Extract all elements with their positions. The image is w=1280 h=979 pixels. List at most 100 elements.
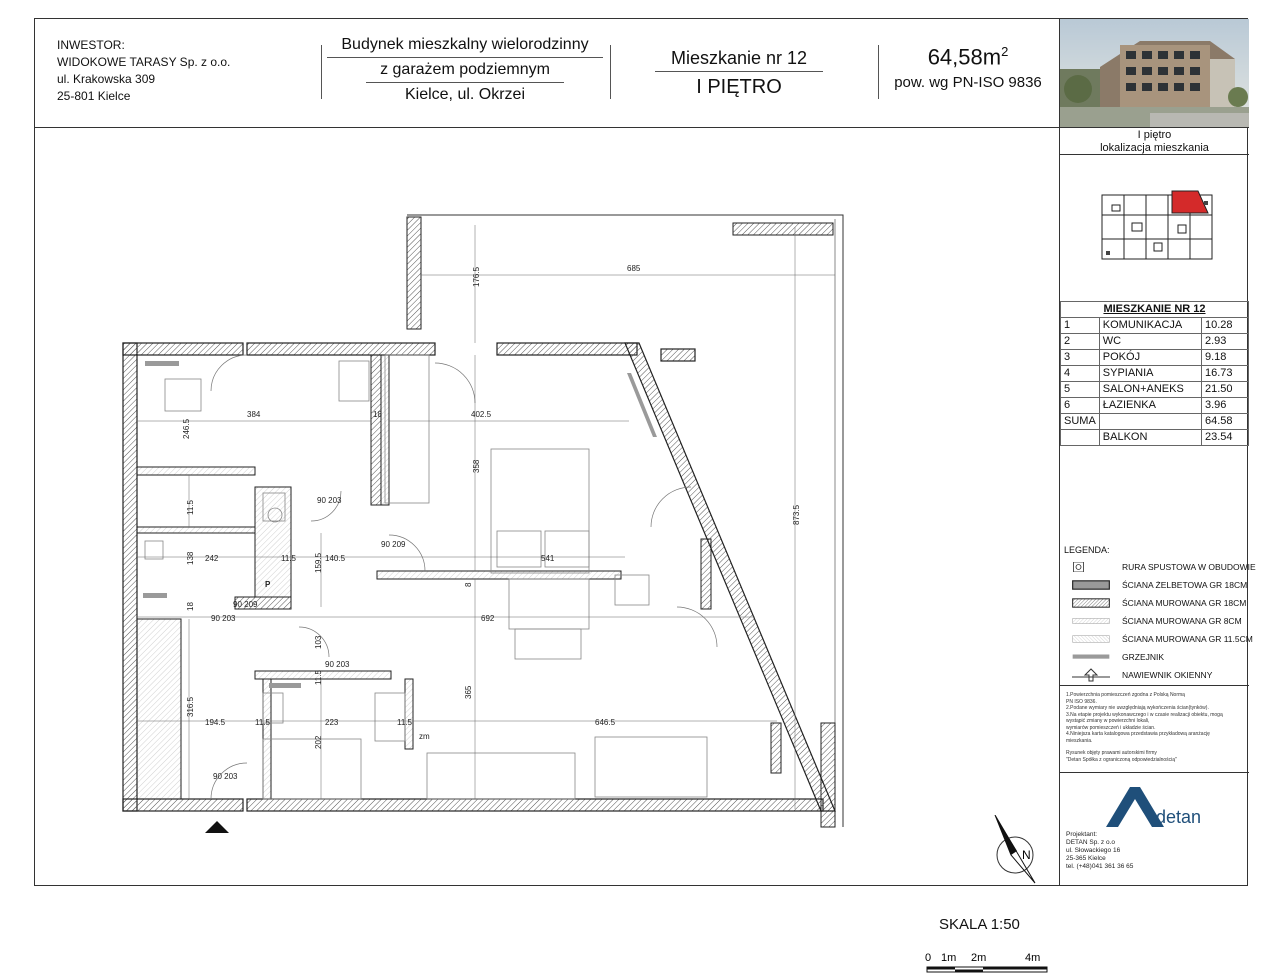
apartment-title: Mieszkanie nr 12 [654, 45, 824, 72]
floor-plan: 685 176.5 384 18 402.5 246.5 358 873.5 1… [122, 214, 844, 833]
area-value: 64,58m2 [883, 37, 1053, 72]
location-floor: I piętro [1137, 129, 1172, 141]
door-mark: 90 203 [317, 496, 342, 505]
note-line: wymiarów pomieszczeń i układzie ścian. [1066, 724, 1156, 731]
north-compass-icon: N [994, 815, 1036, 884]
dim-label: 159.5 [314, 552, 323, 573]
dim-label: 316.5 [186, 696, 195, 717]
room-name: SYPIANIA [1098, 365, 1203, 382]
dim-label: 11.5 [186, 499, 195, 515]
scale-tick: 1m [941, 952, 956, 964]
legend-label: ŚCIANA MUROWANA GR 8CM [1122, 616, 1242, 626]
entrance-arrow-icon [205, 821, 229, 833]
dimension-labels: 685 176.5 384 18 402.5 246.5 358 873.5 1… [182, 264, 801, 749]
dim-label: 873.5 [792, 504, 801, 525]
legend-label: ŚCIANA ŻELBETOWA GR 18CM [1122, 580, 1248, 590]
rooms-table-title: MIESZKANIE NR 12 [1060, 301, 1249, 318]
dim-label: 138 [186, 551, 195, 565]
scale-tick: 4m [1025, 952, 1040, 964]
room-area: 2.93 [1201, 333, 1249, 350]
radiator-symbol [1072, 654, 1110, 659]
dim-label: 103 [314, 635, 323, 649]
note-line: mieszkania. [1066, 737, 1093, 744]
building-address: Kielce, ul. Okrzei [404, 86, 526, 103]
masonry-wall-18-symbol [1072, 598, 1110, 608]
legend-item: ŚCIANA MUROWANA GR 11.5CM [1064, 631, 1253, 649]
scale-tick: 0 [925, 952, 931, 964]
scale-label: SKALA 1:50 [939, 916, 1020, 933]
legend-label: RURA SPUSTOWA W OBUDOWIE [1122, 562, 1256, 572]
room-number: 5 [1060, 381, 1100, 398]
note-line: "Detan Spółka z ograniczoną odpowiedzial… [1066, 756, 1177, 763]
room-number: 4 [1060, 365, 1100, 382]
interior-walls [136, 354, 782, 800]
room-number: 6 [1060, 397, 1100, 414]
room-number: 1 [1060, 317, 1100, 334]
sum-value: 64.58 [1201, 413, 1249, 430]
legend-item: GRZEJNIK [1064, 649, 1246, 667]
room-area: 21.50 [1201, 381, 1249, 398]
scale-tick: 2m [971, 952, 986, 964]
detan-logo: detan [1084, 787, 1224, 843]
dim-label: 223 [325, 718, 339, 727]
area-unit-sup: 2 [1001, 44, 1009, 59]
dim-label: 541 [541, 554, 555, 563]
logo-text: detan [1156, 807, 1201, 827]
dim-label: 646.5 [595, 718, 616, 727]
door-mark: 90 203 [211, 614, 236, 623]
sum-label: SUMA [1060, 413, 1100, 430]
dim-label: 11.5 [281, 554, 297, 563]
building-type: Budynek mieszkalny wielorodzinny [327, 33, 603, 58]
investor-city: 25-801 Kielce [57, 89, 131, 103]
area-note: pow. wg PN-ISO 9836 [894, 74, 1042, 92]
designer-info: Projektant: DETAN Sp. z o.o ul. Słowacki… [1066, 831, 1133, 871]
note-line: wystąpić zmiany w powierzchni lokali, [1066, 718, 1150, 724]
dim-label: 692 [481, 614, 495, 623]
window-vent-symbol [1072, 668, 1110, 682]
room-area: 3.96 [1201, 397, 1249, 414]
note-line: 1.Powierzchnia pomieszczeń zgodna z Pols… [1066, 692, 1185, 698]
side-panel: I piętro lokalizacja mieszkania MIESZKAN… [1059, 19, 1256, 885]
building-garage: z garażem podziemnym [366, 58, 564, 83]
building-info: Budynek mieszkalny wielorodzinny z garaż… [325, 33, 605, 107]
drawing-sheet: INWESTOR: WIDOKOWE TARASY Sp. z o.o. ul.… [34, 18, 1256, 973]
legend-label: ŚCIANA MUROWANA GR 11.5CM [1122, 634, 1253, 644]
header-divider [610, 45, 611, 99]
floor-label: I PIĘTRO [696, 76, 782, 98]
concrete-wall-symbol [1072, 580, 1110, 590]
apartment-info: Mieszkanie nr 12 I PIĘTRO [629, 45, 849, 102]
dim-label: 246.5 [182, 418, 191, 439]
location-caption: lokalizacja mieszkania [1100, 142, 1209, 154]
dim-label: 8 [464, 582, 473, 587]
dim-label: 11.5 [255, 718, 271, 727]
dim-label: 11.5 [397, 718, 413, 727]
room-number: 2 [1060, 333, 1100, 350]
dim-label: 685 [627, 264, 641, 273]
downpipe-symbol [1073, 562, 1084, 572]
note-line: PN ISO 9836. [1066, 698, 1097, 705]
dim-label: 365 [464, 685, 473, 699]
balcony-wall [406, 216, 422, 330]
balcony-label: BALKON [1098, 429, 1203, 446]
designer-line: ul. Słowackiego 16 [1066, 847, 1121, 854]
header-divider [878, 45, 879, 99]
legend: LEGENDA: RURA SPUSTOWA W OBUDOWIE ŚCIANA… [1064, 545, 1256, 685]
designer-line: 25-365 Kielce [1066, 855, 1106, 862]
masonry-wall-115-symbol [1072, 635, 1110, 643]
radiators [143, 361, 657, 688]
legend-item: NAWIEWNIK OKIENNY [1064, 667, 1246, 685]
key-plan [1060, 155, 1249, 302]
note-line: Rysunek objęty prawami autorskimi firmy [1066, 750, 1157, 756]
title-block: INWESTOR: WIDOKOWE TARASY Sp. z o.o. ul.… [35, 19, 1059, 128]
exterior-walls [122, 342, 836, 812]
investor-street: ul. Krakowska 309 [57, 72, 156, 86]
dim-label: 140.5 [325, 554, 346, 563]
notes: 1.Powierzchnia pomieszczeń zgodna z Pols… [1060, 685, 1249, 773]
furniture [144, 354, 708, 800]
legend-label: ŚCIANA MUROWANA GR 18CM [1122, 598, 1247, 608]
note-line: 2.Podane wymiary nie uwzględniają wykońc… [1066, 705, 1209, 711]
